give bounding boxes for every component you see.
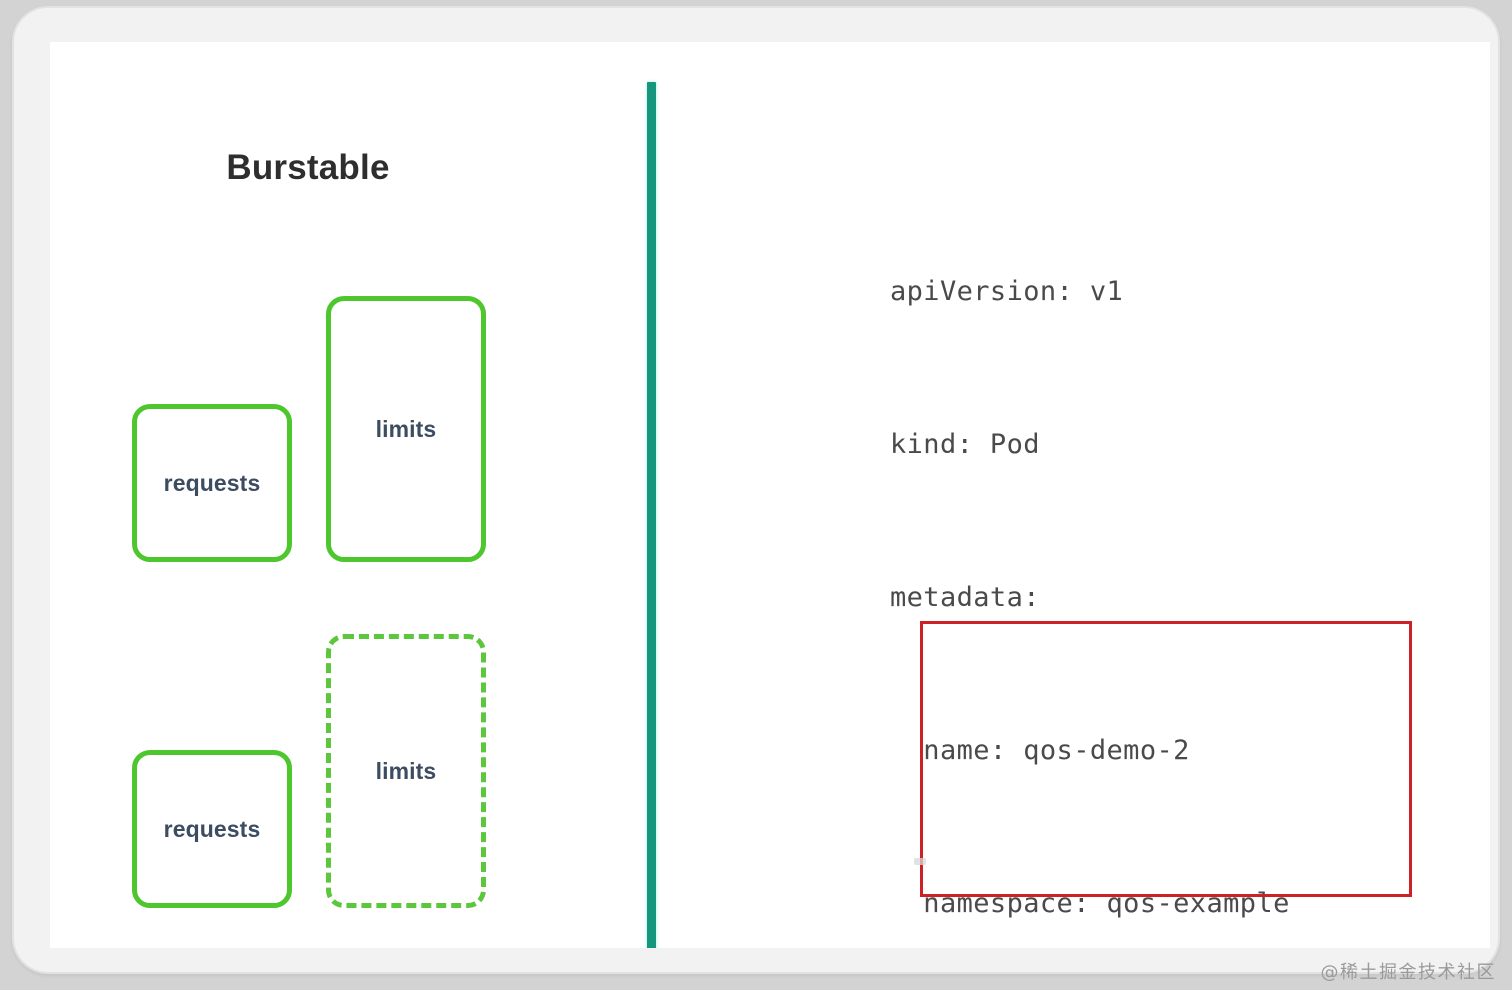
watermark: @稀土掘金技术社区 bbox=[1320, 962, 1496, 983]
yaml-line: namespace: qos-example bbox=[890, 888, 1290, 919]
limits-box-row1: limits bbox=[326, 296, 486, 562]
slide-canvas: Burstable requests limits requests limit… bbox=[50, 42, 1490, 948]
limits-box-row2-dashed: limits bbox=[326, 634, 486, 908]
limits-box-label: limits bbox=[375, 415, 437, 442]
yaml-line: apiVersion: v1 bbox=[890, 276, 1124, 307]
requests-box-label: requests bbox=[163, 469, 261, 496]
scan-artifact-mark bbox=[914, 858, 926, 865]
yaml-line: metadata: bbox=[890, 582, 1040, 613]
page-title: Burstable bbox=[226, 148, 390, 187]
yaml-code-block: apiVersion: v1 kind: Pod metadata: name:… bbox=[890, 164, 1450, 948]
burstable-diagram-panel: Burstable requests limits requests limit… bbox=[50, 42, 610, 948]
limits-box-label: limits bbox=[375, 757, 437, 784]
requests-box-label: requests bbox=[163, 815, 261, 842]
yaml-line: kind: Pod bbox=[890, 429, 1040, 460]
requests-box-row1: requests bbox=[132, 404, 292, 562]
yaml-line: name: qos-demo-2 bbox=[890, 735, 1190, 766]
requests-box-row2: requests bbox=[132, 750, 292, 908]
vertical-divider bbox=[647, 82, 656, 948]
rounded-card-frame: Burstable requests limits requests limit… bbox=[14, 8, 1498, 972]
